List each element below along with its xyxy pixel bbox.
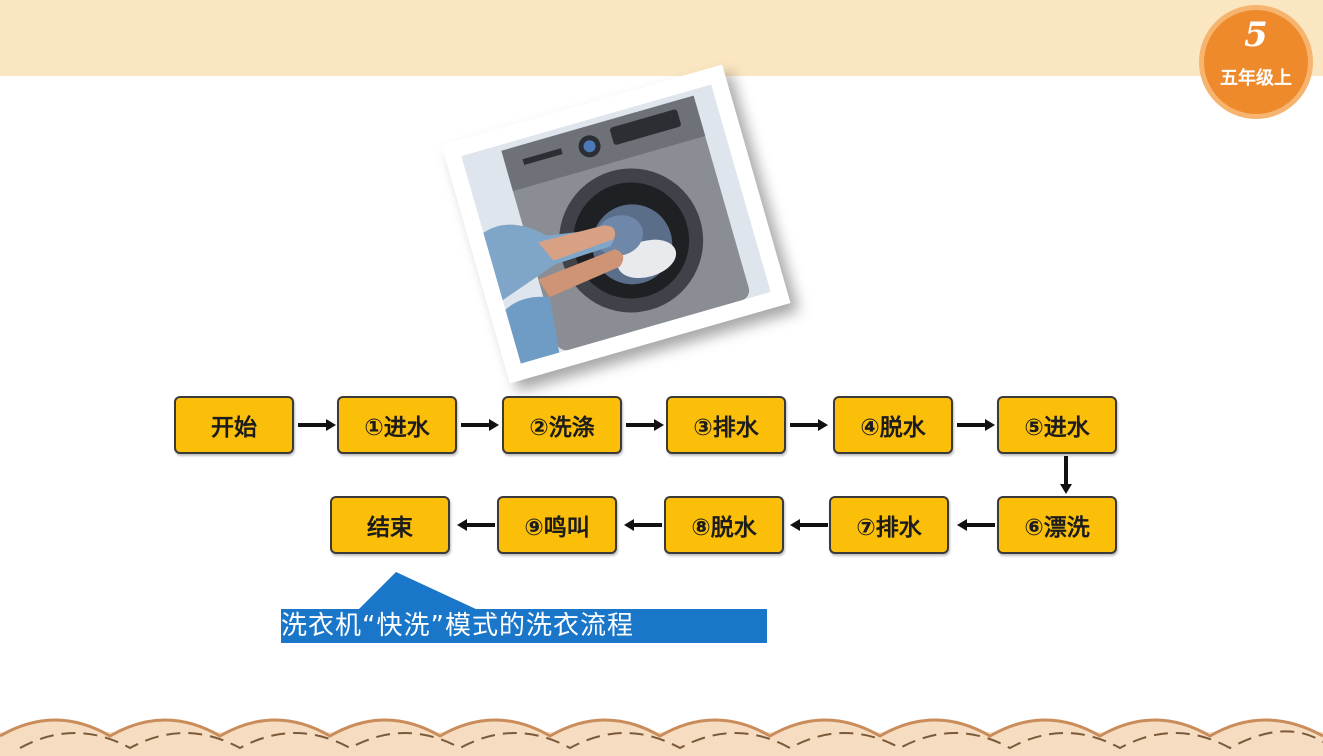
caption-pointer bbox=[358, 572, 478, 610]
step-9-beep: ⑨鸣叫 bbox=[497, 496, 617, 554]
grade-number: 5 bbox=[1244, 15, 1268, 55]
arrow-left-icon bbox=[957, 519, 995, 531]
diagram-caption: 洗衣机“快洗”模式的洗衣流程 bbox=[281, 609, 767, 643]
step-1-fill-water: ①进水 bbox=[337, 396, 457, 454]
step-5-fill-water: ⑤进水 bbox=[997, 396, 1117, 454]
arrow-right-icon bbox=[298, 419, 336, 431]
washing-machine-illustration bbox=[461, 84, 771, 364]
arrow-right-icon bbox=[626, 419, 664, 431]
arrow-left-icon bbox=[624, 519, 662, 531]
arrow-left-icon bbox=[457, 519, 495, 531]
step-6-rinse: ⑥漂洗 bbox=[997, 496, 1117, 554]
bottom-wave-decoration bbox=[0, 718, 1323, 756]
top-banner bbox=[0, 0, 1323, 76]
arrow-right-icon bbox=[461, 419, 499, 431]
step-start: 开始 bbox=[174, 396, 294, 454]
arrow-left-icon bbox=[790, 519, 828, 531]
arrow-right-icon bbox=[790, 419, 828, 431]
step-3-drain: ③排水 bbox=[666, 396, 786, 454]
step-7-drain: ⑦排水 bbox=[829, 496, 949, 554]
arrow-right-icon bbox=[957, 419, 995, 431]
arrow-down-icon bbox=[1060, 456, 1072, 494]
grade-badge: 5 五年级上 bbox=[1204, 10, 1308, 114]
grade-label: 五年级上 bbox=[1220, 68, 1292, 89]
step-end: 结束 bbox=[330, 496, 450, 554]
washing-machine-photo bbox=[441, 64, 791, 384]
step-8-spin: ⑧脱水 bbox=[664, 496, 784, 554]
step-2-wash: ②洗涤 bbox=[502, 396, 622, 454]
step-4-spin: ④脱水 bbox=[833, 396, 953, 454]
